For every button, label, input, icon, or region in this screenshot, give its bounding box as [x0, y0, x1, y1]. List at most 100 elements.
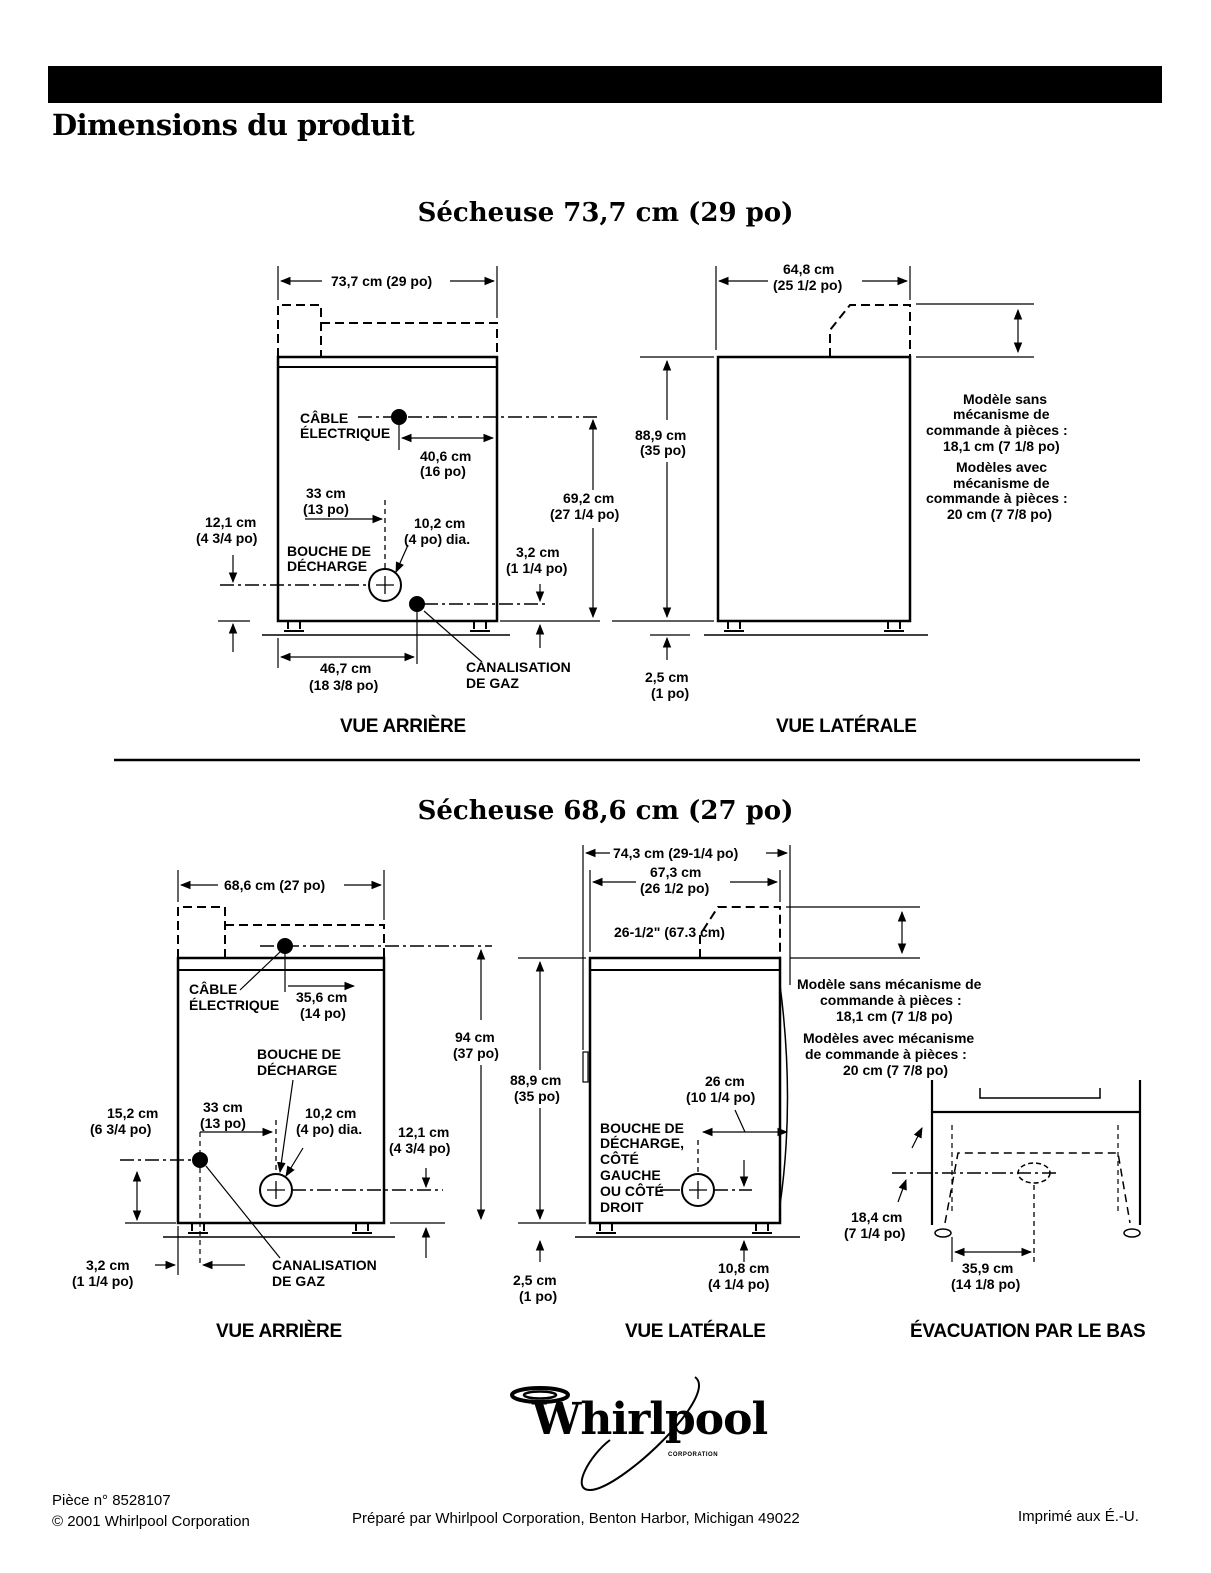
dryer27-gas-height: 15,2 cm — [107, 1105, 158, 1121]
dryer29-rear-width: 73,7 cm (29 po) — [331, 273, 432, 289]
dryer27-vent-dia: 10,2 cm — [305, 1105, 356, 1121]
dryer29-rear-view — [218, 266, 600, 668]
dryer27-note: Modèle sans mécanisme de — [797, 976, 982, 992]
dryer29-note-3: commande à pièces : — [926, 422, 1068, 438]
dryer29-cable-dist: 40,6 cm — [420, 448, 471, 464]
dryer29-feet: 2,5 cm — [645, 669, 689, 685]
dryer27-note-5: de commande à pièces : — [805, 1046, 967, 1062]
dryer27-gas-height-2: (6 3/4 po) — [90, 1121, 151, 1137]
dryer29-vent-offset: 33 cm — [306, 485, 346, 501]
dryer27-height-2: (35 po) — [514, 1088, 560, 1104]
dryer27-rear-width: 68,6 cm (27 po) — [224, 877, 325, 893]
dryer29-cable-label: CÂBLE — [300, 409, 348, 426]
dryer29-note-7: commande à pièces : — [926, 490, 1068, 506]
page-title: Dimensions du produit — [52, 108, 415, 142]
dryer29-vent-height: 12,1 cm — [205, 514, 256, 530]
dryer29-cable-dist-2: (16 po) — [420, 463, 466, 479]
footer-prepared-by: Préparé par Whirlpool Corporation, Bento… — [352, 1510, 800, 1527]
dryer29-gas-height-2: (1 1/4 po) — [506, 560, 567, 576]
dryer27-cable-dist-2: (14 po) — [300, 1005, 346, 1021]
dryer27-total-height: 94 cm — [455, 1029, 495, 1045]
dryer29-rear-labels: 73,7 cm (29 po) CÂBLE ÉLECTRIQUE 40,6 cm… — [196, 273, 619, 737]
dryer27-depth: 67,3 cm — [650, 864, 701, 880]
dryer29-height: 88,9 cm — [635, 427, 686, 443]
dryer27-bottom-width: 35,9 cm — [962, 1260, 1013, 1276]
dryer27-side-labels: 74,3 cm (29-1/4 po) 67,3 cm (26 1/2 po) … — [510, 845, 982, 1342]
dryer29-gas-offset-2: (18 3/8 po) — [309, 677, 378, 693]
dryer29-note-6: mécanisme de — [953, 475, 1050, 491]
header-bar — [48, 66, 1162, 103]
dryer29-gas-offset: 46,7 cm — [320, 660, 371, 676]
dryer27-bottom-view — [892, 1080, 1142, 1265]
dryer27-note-3: 18,1 cm (7 1/8 po) — [836, 1008, 953, 1024]
dryer27-bottom-dist: 18,4 cm — [851, 1209, 902, 1225]
dryer27-side-vent-1: BOUCHE DE — [600, 1120, 684, 1136]
dryer27-heading: Sécheuse 68,6 cm (27 po) — [417, 796, 794, 826]
logo-subtext: CORPORATION — [668, 1452, 719, 1458]
dryer29-cable-height-2: (27 1/4 po) — [550, 506, 619, 522]
dryer27-note-4: Modèles avec mécanisme — [803, 1030, 974, 1046]
dryer29-rear-view-label: VUE ARRIÈRE — [340, 715, 466, 737]
dryer29-vent-label-2: DÉCHARGE — [287, 558, 367, 574]
dryer29-side-labels: 64,8 cm (25 1/2 po) 88,9 cm (35 po) 2,5 … — [635, 261, 1068, 737]
dryer27-side-vent-6: DROIT — [600, 1199, 644, 1215]
dryer27-total-height-2: (37 po) — [453, 1045, 499, 1061]
dryer27-vent-height-2: (4 1/4 po) — [708, 1276, 769, 1292]
dryer27-cable-label-2: ÉLECTRIQUE — [189, 997, 279, 1013]
dryer27-gas-offset: 3,2 cm — [86, 1257, 130, 1273]
dryer27-gas-offset-2: (1 1/4 po) — [72, 1273, 133, 1289]
dryer27-depth-2: (26 1/2 po) — [640, 880, 709, 896]
dryer29-note-8: 20 cm (7 7/8 po) — [947, 506, 1052, 522]
dryer27-side-vent-2: DÉCHARGE, — [600, 1135, 684, 1151]
dryer29-vent-dia: 10,2 cm — [414, 515, 465, 531]
dryer29-note: Modèle sans — [963, 391, 1047, 407]
dryer27-rear-view-label: VUE ARRIÈRE — [216, 1320, 342, 1342]
dryer29-heading: Sécheuse 73,7 cm (29 po) — [417, 198, 794, 228]
dryer29-height-2: (35 po) — [640, 442, 686, 458]
dryer27-height: 88,9 cm — [510, 1072, 561, 1088]
dryer27-vent-label: BOUCHE DE — [257, 1046, 341, 1062]
dryer29-gas-label: CANALISATION — [466, 659, 571, 675]
dryer29-gas-label-2: DE GAZ — [466, 675, 519, 691]
dryer27-gas-label: CANALISATION — [272, 1257, 377, 1273]
dryer29-side-view-label: VUE LATÉRALE — [776, 715, 917, 737]
dryer27-bottom-labels: 18,4 cm (7 1/4 po) 35,9 cm (14 1/8 po) É… — [844, 1209, 1146, 1342]
dryer27-depth-total: 74,3 cm (29-1/4 po) — [613, 845, 738, 861]
dryer27-bottom-width-2: (14 1/8 po) — [951, 1276, 1020, 1292]
dryer29-vent-offset-2: (13 po) — [303, 501, 349, 517]
dryer29-cable-height: 69,2 cm — [563, 490, 614, 506]
whirlpool-logo-swirl — [510, 1376, 700, 1492]
dryer27-vent-dia-2: (4 po) dia. — [296, 1121, 362, 1137]
dryer29-vent-height-2: (4 3/4 po) — [196, 530, 257, 546]
dryer27-side-vent-5: OU CÔTÉ — [600, 1182, 664, 1199]
dryer27-vent-height: 10,8 cm — [718, 1260, 769, 1276]
footer-printed-in: Imprimé aux É.-U. — [1018, 1508, 1139, 1525]
dryer27-note-2: commande à pièces : — [820, 992, 962, 1008]
whirlpool-logo: Whirlpool CORPORATION — [500, 1372, 768, 1497]
dryer27-bottom-dist-2: (7 1/4 po) — [844, 1225, 905, 1241]
dryer27-side-view — [518, 845, 920, 1262]
footer-copyright: © 2001 Whirlpool Corporation — [52, 1513, 250, 1530]
dryer29-depth: 64,8 cm — [783, 261, 834, 277]
dryer27-side-view-label: VUE LATÉRALE — [625, 1320, 766, 1342]
dryer29-side-view — [612, 266, 1034, 660]
dryer27-rear-labels: 68,6 cm (27 po) CÂBLE ÉLECTRIQUE 35,6 cm… — [72, 877, 499, 1342]
dryer27-vent-height: 12,1 cm — [398, 1124, 449, 1140]
dryer27-feet: 2,5 cm — [513, 1272, 557, 1288]
dryer27-vent-dist-2: (10 1/4 po) — [686, 1089, 755, 1105]
dryer29-note-5: Modèles avec — [956, 459, 1047, 475]
footer-part-number: Pièce n° 8528107 — [52, 1492, 171, 1509]
dryer29-vent-label: BOUCHE DE — [287, 543, 371, 559]
dryer29-feet-2: (1 po) — [651, 685, 689, 701]
dryer27-cable-label: CÂBLE — [189, 980, 237, 997]
dryer27-console-depth: 26-1/2" (67.3 cm) — [614, 924, 725, 940]
dryer27-bottom-view-label: ÉVACUATION PAR LE BAS — [910, 1320, 1145, 1342]
dryer29-gas-height: 3,2 cm — [516, 544, 560, 560]
dryer27-note-6: 20 cm (7 7/8 po) — [843, 1062, 948, 1078]
dryer27-side-vent-3: CÔTÉ — [600, 1150, 639, 1167]
dryer27-side-vent-4: GAUCHE — [600, 1167, 661, 1183]
dryer29-depth-2: (25 1/2 po) — [773, 277, 842, 293]
dryer27-vent-dist: 26 cm — [705, 1073, 745, 1089]
dryer29-note-2: mécanisme de — [953, 406, 1050, 422]
